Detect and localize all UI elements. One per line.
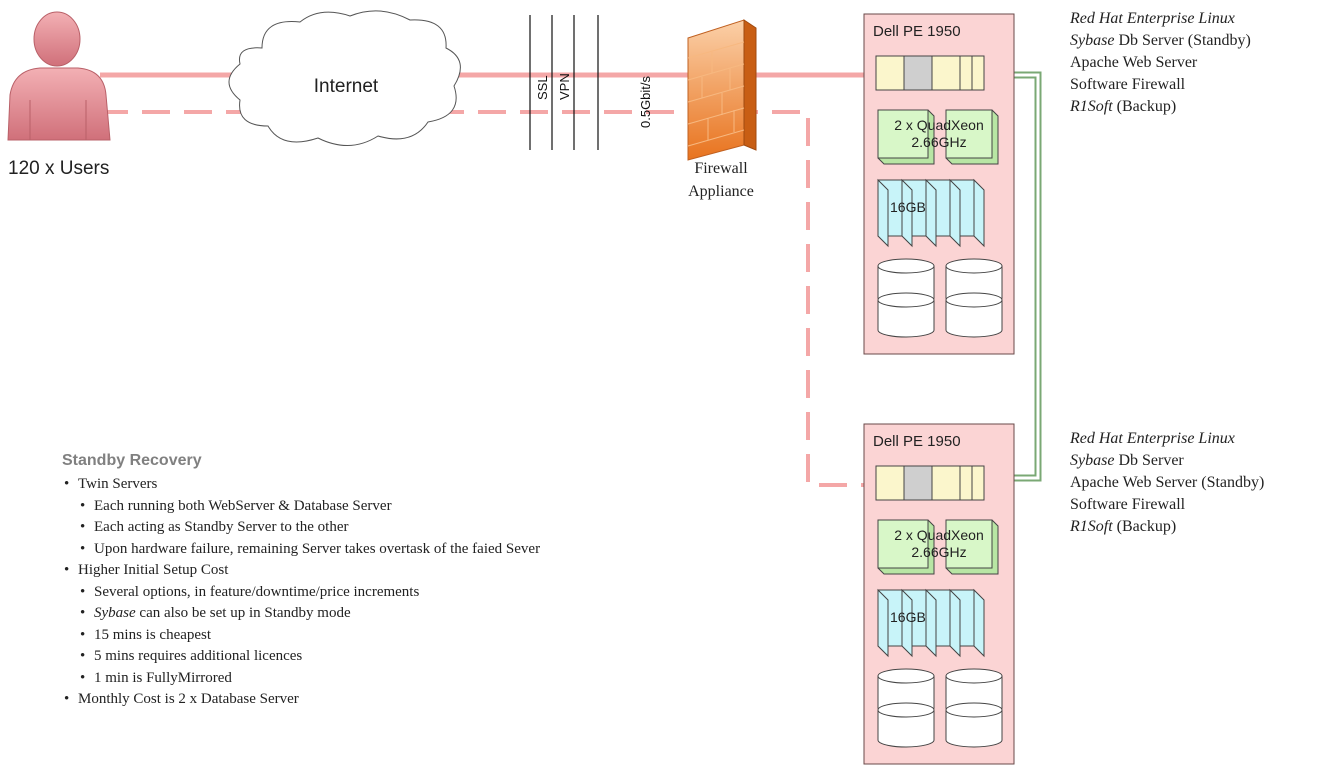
server-1-nic-icon: [875, 55, 985, 91]
bullet-subitem: •15 mins is cheapest: [80, 626, 212, 643]
standby-recovery-notes: Standby Recovery •Twin Servers •Each run…: [62, 452, 540, 711]
server-1-note: R1Soft (Backup): [1070, 98, 1177, 115]
server-2-note: Sybase Db Server: [1070, 452, 1184, 469]
server-1-note: Sybase Db Server (Standby): [1070, 32, 1251, 49]
server-2-disk-icons: [877, 668, 1003, 748]
server-2-nic-icon: [875, 465, 985, 501]
server-2-cpu-icon: [877, 519, 999, 575]
bullet-subitem: •Several options, in feature/downtime/pr…: [80, 583, 420, 600]
vpn-label: VPN: [557, 73, 572, 100]
server-2-note: R1Soft (Backup): [1070, 518, 1177, 535]
firewall-label-line2: Appliance: [688, 183, 754, 200]
server-2-note: Software Firewall: [1070, 496, 1186, 513]
server-2-ram-icon: [877, 588, 985, 658]
server-1-note: Red Hat Enterprise Linux: [1070, 10, 1235, 27]
server-1-ram-icon: [877, 178, 985, 248]
bullet-subitem: •1 min is FullyMirrored: [80, 669, 232, 686]
bullet-item: •Monthly Cost is 2 x Database Server: [64, 691, 299, 707]
bullet-subitem: •Sybase can also be set up in Standby mo…: [80, 605, 351, 621]
server-1-cpu-line2: 2.66GHz: [911, 134, 966, 150]
link-speed-label: 0.5Gbit/s: [638, 75, 653, 128]
server-1-disk-icons: [877, 258, 1003, 338]
server-2-title: Dell PE 1950: [873, 433, 961, 450]
server-1-notes: Red Hat Enterprise Linux Sybase Db Serve…: [1070, 8, 1251, 118]
server-1-ram-label: 16GB: [890, 199, 926, 215]
standby-recovery-title: Standby Recovery: [62, 452, 202, 469]
server-2-cpu-line2: 2.66GHz: [911, 544, 966, 560]
server-2: Dell PE 1950 2 x QuadXeon 2.66GHz 16GB: [863, 423, 1015, 765]
bullet-subitem: •Upon hardware failure, remaining Server…: [80, 540, 541, 557]
server-1: Dell PE 1950 2 x QuadXeon 2.66GHz 16GB: [863, 13, 1015, 355]
vpn-tunnel: [529, 15, 599, 150]
firewall-icon: [687, 19, 757, 161]
server-1-cpu-icon: [877, 109, 999, 165]
user-icon: [7, 11, 111, 141]
server-2-cpu-line1: 2 x QuadXeon: [894, 527, 984, 543]
server-1-note: Software Firewall: [1070, 76, 1186, 93]
server-2-note: Red Hat Enterprise Linux: [1070, 430, 1235, 447]
internet-label: Internet: [314, 76, 379, 97]
ssl-label: SSL: [535, 75, 550, 100]
firewall-label-line1: Firewall: [694, 160, 748, 177]
server-2-ram-label: 16GB: [890, 609, 926, 625]
server-1-title: Dell PE 1950: [873, 23, 961, 40]
internet-cloud-icon: [228, 10, 461, 147]
server-1-cpu-line1: 2 x QuadXeon: [894, 117, 984, 133]
server-2-notes: Red Hat Enterprise Linux Sybase Db Serve…: [1070, 428, 1264, 538]
server-1-note: Apache Web Server: [1070, 54, 1198, 71]
bullet-subitem: •Each running both WebServer & Database …: [80, 497, 392, 514]
bullet-subitem: •Each acting as Standby Server to the ot…: [80, 519, 349, 535]
server-2-note: Apache Web Server (Standby): [1070, 474, 1265, 491]
users-label: 120 x Users: [8, 158, 109, 179]
bullet-subitem: •5 mins requires additional licences: [80, 648, 303, 664]
bullet-item: •Twin Servers: [64, 476, 158, 492]
standby-link: [100, 110, 872, 487]
bullet-item: •Higher Initial Setup Cost: [64, 562, 229, 578]
